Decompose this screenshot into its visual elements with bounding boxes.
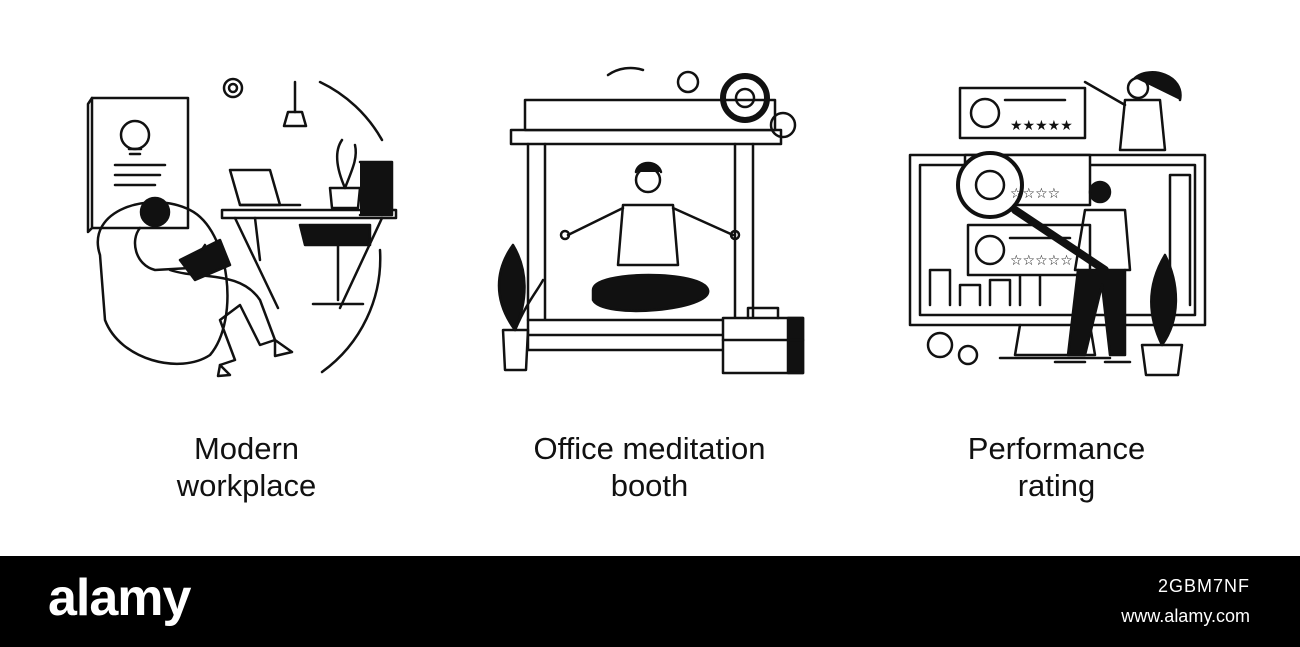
svg-text:☆☆☆☆: ☆☆☆☆ [1010, 186, 1060, 202]
caption-performance-rating: Performance rating [840, 430, 1273, 504]
alamy-logo: alamy [48, 569, 191, 627]
caption-line-2: rating [1017, 468, 1096, 503]
svg-text:★★★★★: ★★★★★ [1010, 118, 1073, 134]
caption-line-2: workplace [176, 468, 317, 503]
meditation-booth-illustration [497, 66, 805, 375]
svg-text:☆☆☆☆☆: ☆☆☆☆☆ [1010, 253, 1073, 269]
site-url: www.alamy.com [1121, 606, 1250, 626]
watermark-footer: alamy 2GBM7NF www.alamy.com [0, 556, 1300, 647]
panel-modern-workplace: Modern workplace [30, 0, 463, 556]
caption-office-meditation-booth: Office meditation booth [433, 430, 866, 504]
modern-workplace-illustration [86, 77, 398, 378]
caption-modern-workplace: Modern workplace [30, 430, 463, 504]
panel-performance-rating: ★★★★★ ☆☆☆☆☆ ☆☆☆☆ [840, 0, 1273, 556]
image-id: 2GBM7NF [1157, 576, 1250, 596]
performance-rating-illustration: ★★★★★ ☆☆☆☆☆ ☆☆☆☆ [908, 71, 1207, 377]
caption-line-1: Office meditation [533, 431, 766, 466]
caption-line-1: Performance [967, 431, 1146, 466]
panel-office-meditation-booth: Office meditation booth [433, 0, 866, 556]
caption-line-1: Modern [193, 431, 300, 466]
caption-line-2: booth [610, 468, 689, 503]
